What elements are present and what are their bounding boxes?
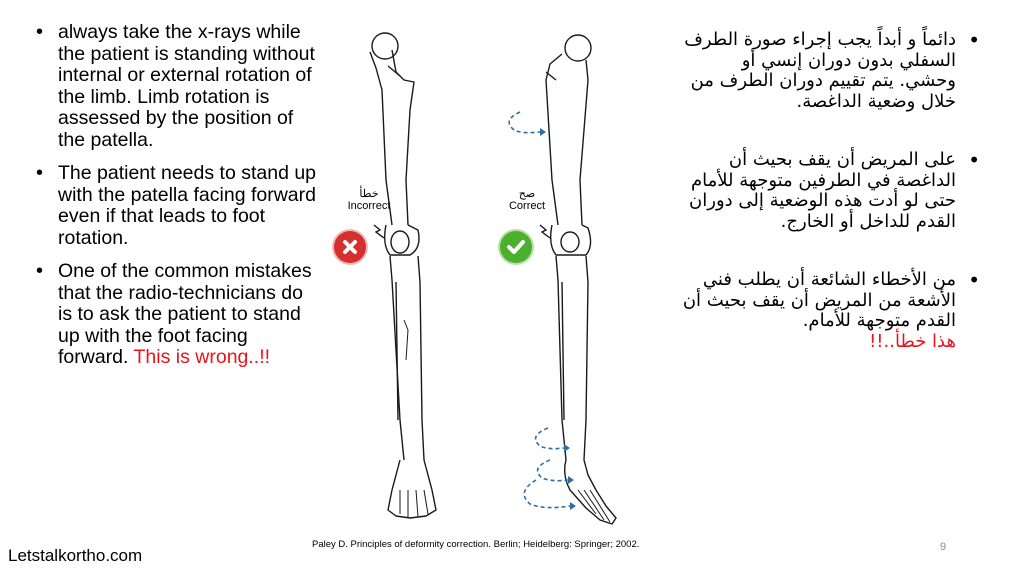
correct-check-icon (500, 231, 532, 263)
left-patella (390, 230, 410, 254)
slide-number: 9 (940, 541, 947, 553)
correct-label-arabic: صح (518, 188, 536, 200)
right-patella (560, 231, 580, 253)
arabic-bullet-1: دائماً و أبداً يجب إجراء صورة الطرف السف… (680, 29, 980, 112)
correct-label: صح Correct (494, 188, 560, 212)
english-wrong-warning: This is wrong..!! (133, 346, 271, 368)
arabic-bullet-2: على المريض أن يقف بحيث أن الداغصة في الط… (680, 149, 980, 232)
incorrect-pointer-icon (373, 224, 385, 239)
english-bullet-3-text: One of the common mistakes that the radi… (58, 260, 312, 368)
correct-label-english: Correct (508, 200, 546, 212)
legs-illustration (369, 32, 617, 525)
arabic-bullet-3-text: من الأخطاء الشائعة أن يطلب فني الأشعة من… (682, 269, 956, 331)
english-bullet-1-text: always take the x-rays while the patient… (58, 21, 315, 151)
arrowhead-icon (570, 502, 576, 510)
leg-rotation-figure: خطأ Incorrect صح Correct (330, 20, 660, 535)
arabic-bullet-list: دائماً و أبداً يجب إجراء صورة الطرف السف… (680, 29, 980, 352)
arabic-bullet-3: من الأخطاء الشائعة أن يطلب فني الأشعة من… (680, 269, 980, 352)
incorrect-x-icon (334, 231, 366, 263)
arabic-bullet-2-text: على المريض أن يقف بحيث أن الداغصة في الط… (689, 149, 956, 232)
rotation-arrows (508, 111, 571, 509)
english-bullet-list: always take the x-rays while the patient… (36, 21, 318, 381)
site-brand: Letstalkortho.com (8, 546, 143, 565)
incorrect-label-arabic: خطأ (359, 188, 379, 200)
arabic-wrong-warning: هذا خطأ..!! (869, 330, 956, 352)
arrowhead-icon (564, 444, 570, 452)
incorrect-label-english: Incorrect (347, 200, 391, 212)
arrowhead-icon (540, 128, 546, 136)
incorrect-label: خطأ Incorrect (336, 188, 402, 212)
correct-pointer-icon (539, 224, 551, 239)
figure-citation: Paley D. Principles of deformity correct… (312, 539, 640, 550)
english-bullet-2-text: The patient needs to stand up with the p… (58, 162, 317, 249)
english-bullet-2: The patient needs to stand up with the p… (36, 162, 318, 249)
left-femoral-head (371, 32, 399, 60)
english-bullet-1: always take the x-rays while the patient… (36, 21, 318, 151)
arabic-bullet-1-text: دائماً و أبداً يجب إجراء صورة الطرف السف… (684, 29, 956, 112)
english-bullet-3: One of the common mistakes that the radi… (36, 260, 318, 369)
right-femoral-head (564, 34, 592, 62)
arrowhead-icon (568, 476, 574, 484)
